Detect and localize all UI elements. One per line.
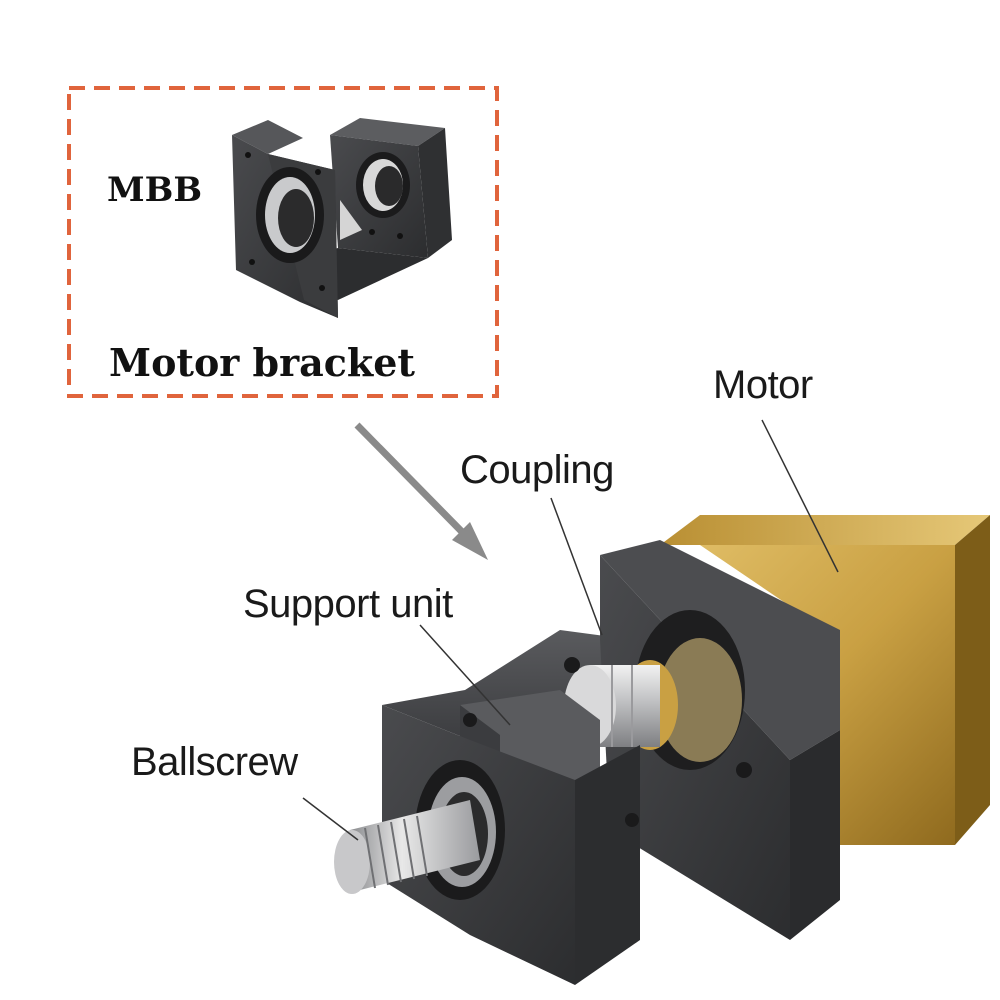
inset-caption: Motor bracket (109, 340, 415, 385)
ballscrew-label: Ballscrew (131, 740, 298, 784)
inset-dashed-border (67, 86, 499, 398)
leader-lines (302, 419, 839, 841)
coupling-label: Coupling (460, 448, 614, 492)
mbb-bracket-illustration (232, 118, 452, 318)
pointer-arrow (354, 422, 488, 560)
support-unit-leader (419, 624, 511, 726)
motor-leader (761, 419, 839, 573)
motor-label: Motor (713, 363, 813, 407)
ballscrew-leader (302, 797, 359, 841)
motor-body (660, 515, 990, 545)
assembly-illustration (334, 515, 990, 985)
coupling-leader (550, 497, 603, 636)
inset-code-label: MBB (107, 170, 203, 210)
support-unit-label: Support unit (243, 582, 453, 626)
